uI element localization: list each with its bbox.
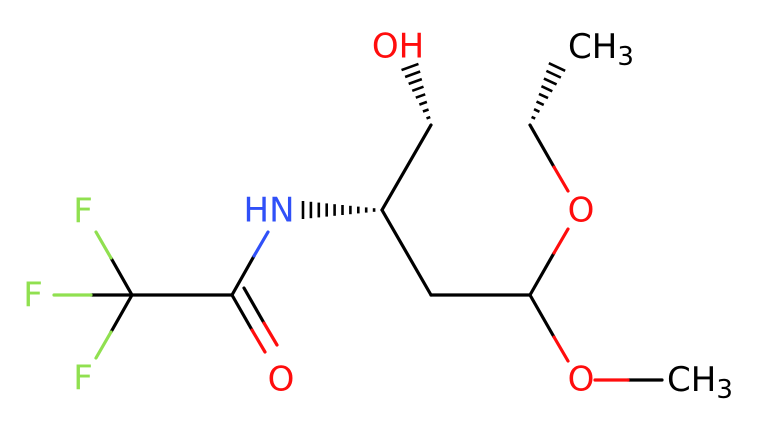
hash1-stroke: [401, 62, 419, 72]
methyl-top-subscript: 3: [617, 42, 634, 72]
bond-cf-1-green: [94, 230, 113, 260]
bond-ometh-c5-red: [552, 335, 570, 363]
bond-c5-oring: [528, 251, 556, 297]
hash1-stroke: [426, 115, 431, 120]
hash1-stroke: [418, 100, 428, 106]
hash-bond-c2-nh: [301, 201, 384, 219]
carbonyl-oxygen-label: O: [268, 360, 295, 400]
hash2-stroke: [533, 108, 541, 113]
bond-c4-oring: [528, 123, 556, 169]
hash1-stroke: [408, 77, 423, 86]
bond-c5-ometh: [528, 293, 556, 339]
hash2-stroke: [540, 85, 553, 93]
hash1-stroke: [429, 123, 433, 127]
bond-n-ccarb-blue: [252, 230, 270, 258]
bond-oring-c5-red: [552, 227, 570, 255]
hash1-stroke: [411, 85, 424, 93]
bond-c3-c2: [380, 123, 433, 212]
hash-bond-c3-oh: [401, 62, 433, 127]
bond-c2-c1: [380, 208, 433, 297]
ring-oxygen-label: O: [568, 191, 595, 231]
hash1-stroke: [404, 70, 421, 79]
hydroxyl-label: OH: [372, 27, 424, 67]
hash2-stroke: [548, 62, 566, 72]
bond-cf-1: [109, 256, 134, 297]
hash2-stroke: [535, 100, 545, 107]
bond-co-1-red: [250, 328, 267, 354]
hash2-stroke: [543, 77, 558, 86]
methyl-top-label: CH3: [568, 27, 634, 72]
bond-co-2-red: [262, 321, 279, 347]
methyl-bottom-subscript: 3: [716, 375, 733, 405]
bond-co-2: [242, 286, 266, 325]
hash2-stroke: [528, 123, 532, 127]
hash2-stroke: [531, 115, 536, 120]
methyl-bottom-label: CH3: [667, 360, 733, 405]
hash2-stroke: [538, 92, 549, 100]
fluorine-top-label: F: [73, 192, 93, 232]
fluorine-bottom-label: F: [73, 359, 93, 399]
bond-oring-c4-red: [552, 165, 570, 193]
hash1-stroke: [422, 108, 430, 113]
hash2-stroke: [545, 69, 562, 79]
hash-bond-c4-ch3: [528, 62, 566, 127]
bond-n-ccarb: [230, 254, 256, 297]
bond-cf-3: [109, 293, 134, 334]
methoxy-oxygen-label: O: [568, 360, 595, 400]
hash1-stroke: [415, 93, 426, 99]
bond-cf-3-green: [94, 330, 113, 360]
fluorine-mid-label: F: [23, 276, 43, 316]
bond-co-1: [230, 293, 254, 332]
amide-nitrogen-label: HN: [244, 191, 295, 231]
